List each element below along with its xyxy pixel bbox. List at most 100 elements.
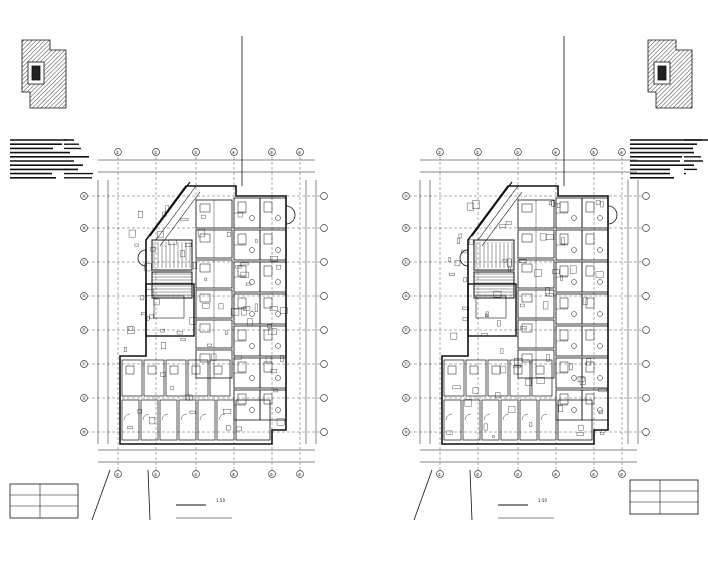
- row-axis-bubble: [80, 360, 88, 368]
- leader-lines: [413, 36, 565, 521]
- column-axis-label: ④: [232, 150, 236, 155]
- row-axis-bubble: [320, 326, 328, 334]
- row-axis-label: Ⓖ: [82, 395, 86, 401]
- row-axis-label: Ⓕ: [404, 361, 408, 367]
- row-axis-bubble: [402, 326, 410, 334]
- row-axis-bubble: [642, 428, 650, 436]
- row-axis-label: Ⓗ: [404, 429, 408, 435]
- column-axis-label: ②: [476, 472, 480, 477]
- leader-lines: [91, 36, 243, 521]
- row-axis-bubble: [642, 224, 650, 232]
- row-axis-label: Ⓒ: [404, 259, 408, 265]
- row-axis-bubble: [402, 192, 410, 200]
- row-axis-bubble: [80, 394, 88, 402]
- column-axis-bubble: [436, 470, 444, 478]
- row-axis-label: Ⓐ: [82, 193, 86, 199]
- column-axis-bubble: [474, 148, 482, 156]
- row-axis-label: Ⓐ: [404, 193, 408, 199]
- column-axis-bubble: [268, 470, 276, 478]
- column-axis-bubble: [230, 148, 238, 156]
- column-axis-label: ⑤: [592, 150, 596, 155]
- plan-scale: 1:50: [216, 498, 225, 503]
- row-axis-label: Ⓗ: [82, 429, 86, 435]
- row-axis-label: Ⓕ: [82, 361, 86, 367]
- column-axis-bubble: [514, 470, 522, 478]
- column-axis-label: ②: [476, 150, 480, 155]
- floor-plan: [119, 181, 296, 445]
- column-axis-bubble: [590, 470, 598, 478]
- column-axis-label: ⑤: [270, 150, 274, 155]
- column-axis-label: ①: [116, 150, 120, 155]
- column-axis-label: ③: [194, 150, 198, 155]
- row-axis-bubble: [80, 428, 88, 436]
- column-axis-bubble: [590, 148, 598, 156]
- row-axis-bubble: [402, 224, 410, 232]
- column-axis-bubble: [192, 148, 200, 156]
- general-notes: [630, 139, 708, 179]
- column-axis-bubble: [268, 148, 276, 156]
- row-axis-bubble: [80, 258, 88, 266]
- row-axis-bubble: [642, 258, 650, 266]
- column-axis-label: ⑤: [270, 472, 274, 477]
- row-axis-bubble: [80, 224, 88, 232]
- column-axis-label: ⑥: [298, 150, 302, 155]
- column-axis-label: ②: [154, 150, 158, 155]
- row-axis-bubble: [320, 258, 328, 266]
- row-axis-label: Ⓔ: [82, 327, 86, 333]
- row-axis-label: Ⓖ: [404, 395, 408, 401]
- column-axis-bubble: [552, 470, 560, 478]
- column-axis-label: ①: [116, 472, 120, 477]
- row-axis-bubble: [642, 292, 650, 300]
- column-axis-label: ①: [438, 472, 442, 477]
- key-plan: [647, 39, 693, 109]
- row-axis-label: Ⓒ: [82, 259, 86, 265]
- row-axis-bubble: [402, 360, 410, 368]
- column-axis-label: ③: [516, 150, 520, 155]
- row-axis-label: Ⓓ: [404, 293, 408, 299]
- key-plan: [21, 39, 67, 109]
- column-axis-bubble: [192, 470, 200, 478]
- row-axis-bubble: [80, 292, 88, 300]
- column-axis-label: ⑥: [298, 472, 302, 477]
- stair: [151, 239, 193, 299]
- row-axis-bubble: [642, 360, 650, 368]
- column-axis-bubble: [296, 470, 304, 478]
- row-axis-bubble: [642, 192, 650, 200]
- column-axis-bubble: [474, 470, 482, 478]
- column-axis-label: ④: [232, 472, 236, 477]
- column-axis-bubble: [514, 148, 522, 156]
- column-axis-bubble: [114, 148, 122, 156]
- column-axis-label: ⑤: [592, 472, 596, 477]
- column-axis-bubble: [114, 470, 122, 478]
- plan-title: 1:50: [498, 498, 554, 519]
- row-axis-bubble: [402, 292, 410, 300]
- column-axis-bubble: [618, 470, 626, 478]
- row-axis-bubble: [320, 360, 328, 368]
- row-axis-bubble: [320, 428, 328, 436]
- row-axis-label: Ⓔ: [404, 327, 408, 333]
- column-axis-bubble: [436, 148, 444, 156]
- legend-table: [629, 479, 699, 515]
- legend-table: [9, 483, 79, 519]
- row-axis-bubble: [642, 326, 650, 334]
- column-axis-label: ④: [554, 472, 558, 477]
- general-notes: [10, 139, 93, 179]
- row-axis-label: Ⓑ: [404, 225, 408, 231]
- row-axis-bubble: [320, 192, 328, 200]
- row-axis-bubble: [642, 394, 650, 402]
- floor-plan: [441, 181, 618, 445]
- column-axis-bubble: [230, 470, 238, 478]
- row-axis-bubble: [320, 394, 328, 402]
- row-axis-bubble: [80, 192, 88, 200]
- column-axis-label: ①: [438, 150, 442, 155]
- column-axis-label: ②: [154, 472, 158, 477]
- stair: [473, 239, 515, 299]
- column-axis-label: ⑥: [620, 472, 624, 477]
- plan-title: 1:50: [176, 498, 232, 519]
- column-axis-label: ④: [554, 150, 558, 155]
- row-axis-label: Ⓓ: [82, 293, 86, 299]
